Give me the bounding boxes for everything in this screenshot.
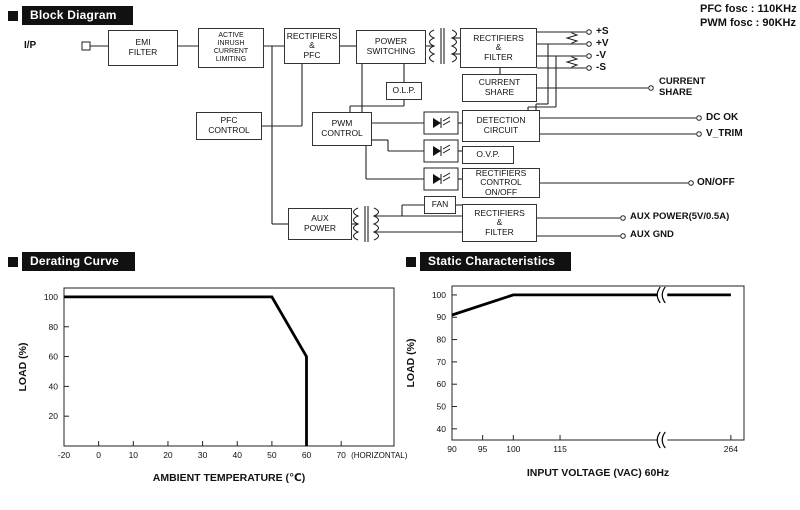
- block-rectifiers-filter-1: RECTIFIERS & FILTER: [460, 28, 537, 68]
- block-aux-power: AUX POWER: [288, 208, 352, 240]
- svg-text:(HORIZONTAL): (HORIZONTAL): [351, 451, 408, 460]
- svg-text:LOAD (%): LOAD (%): [17, 343, 29, 392]
- output-label-v-trim: V_TRIM: [706, 128, 743, 139]
- svg-text:-20: -20: [58, 450, 71, 460]
- section-title: Derating Curve: [22, 252, 135, 271]
- block-power-switching: POWER SWITCHING: [356, 30, 426, 64]
- block-rectifiers-pfc: RECTIFIERS & PFC: [284, 28, 340, 64]
- svg-text:60: 60: [437, 379, 447, 389]
- output-label-current-share: CURRENT SHARE: [659, 76, 706, 98]
- output-label-minus-v: -V: [596, 50, 606, 61]
- svg-text:60: 60: [49, 352, 59, 362]
- output-label-minus-s: -S: [596, 62, 606, 73]
- block-rectifiers-filter-2: RECTIFIERS & FILTER: [462, 204, 537, 242]
- svg-text:LOAD (%): LOAD (%): [405, 339, 417, 388]
- output-label-aux-power: AUX POWER(5V/0.5A): [630, 211, 730, 222]
- section-bullet-icon: [8, 10, 18, 21]
- opto-isolator-icon: [423, 111, 459, 135]
- derating-curve-chart: 20 40 60 80 100 -20 0 10 20 30 40 50 60 70 (HORIZONTAL…: [17, 287, 408, 484]
- svg-text:95: 95: [478, 444, 488, 454]
- pwm-fosc-note: PWM fosc : 90KHz: [700, 17, 796, 29]
- block-pfc-control: PFC CONTROL: [196, 112, 262, 140]
- svg-text:AMBIENT TEMPERATURE (℃): AMBIENT TEMPERATURE (℃): [153, 472, 306, 484]
- svg-text:80: 80: [49, 322, 59, 332]
- opto-isolator-icon: [423, 139, 459, 163]
- svg-text:20: 20: [163, 450, 173, 460]
- section-header-derating: Derating Curve: [8, 252, 135, 271]
- block-current-share: CURRENT SHARE: [462, 74, 537, 102]
- section-title: Static Characteristics: [420, 252, 572, 271]
- block-fan: FAN: [424, 196, 456, 214]
- svg-text:40: 40: [233, 450, 243, 460]
- sense-resistor-icon: [565, 32, 579, 68]
- svg-text:INPUT VOLTAGE (VAC) 60Hz: INPUT VOLTAGE (VAC) 60Hz: [527, 467, 669, 479]
- output-label-plus-v: +V: [596, 38, 609, 49]
- section-header-static: Static Characteristics: [406, 252, 572, 271]
- svg-text:40: 40: [49, 381, 59, 391]
- svg-text:90: 90: [437, 312, 447, 322]
- svg-text:20: 20: [49, 411, 59, 421]
- svg-text:100: 100: [432, 290, 446, 300]
- svg-text:0: 0: [96, 450, 101, 460]
- output-label-plus-s: +S: [596, 26, 609, 37]
- block-inrush-limiting: ACTIVE INRUSH CURRENT LIMITING: [198, 28, 264, 68]
- section-bullet-icon: [406, 256, 416, 267]
- svg-text:60: 60: [302, 450, 312, 460]
- input-terminal: [81, 41, 91, 51]
- section-title: Block Diagram: [22, 6, 133, 25]
- output-label-aux-gnd: AUX GND: [630, 229, 674, 240]
- output-label-on-off: ON/OFF: [697, 177, 735, 188]
- connector-lines: [90, 31, 696, 237]
- svg-text:30: 30: [198, 450, 208, 460]
- transformer-icon: [428, 28, 458, 64]
- block-ovp: O.V.P.: [462, 146, 514, 164]
- block-rectifiers-control: RECTIFIERS CONTROL ON/OFF: [462, 168, 540, 198]
- svg-text:80: 80: [437, 335, 447, 345]
- block-emi-filter: EMI FILTER: [108, 30, 178, 66]
- svg-text:70: 70: [336, 450, 346, 460]
- svg-text:70: 70: [437, 357, 447, 367]
- transformer-icon: [352, 206, 380, 242]
- pfc-fosc-note: PFC fosc : 110KHz: [700, 3, 797, 15]
- block-pwm-control: PWM CONTROL: [312, 112, 372, 146]
- opto-isolator-icon: [423, 167, 459, 191]
- section-bullet-icon: [8, 256, 18, 267]
- svg-text:264: 264: [724, 444, 738, 454]
- section-header-block-diagram: Block Diagram: [8, 6, 133, 25]
- svg-text:50: 50: [267, 450, 277, 460]
- svg-text:10: 10: [129, 450, 139, 460]
- svg-text:115: 115: [553, 444, 567, 454]
- block-detection-circuit: DETECTION CIRCUIT: [462, 110, 540, 142]
- svg-text:90: 90: [447, 444, 457, 454]
- block-olp: O.L.P.: [386, 82, 422, 100]
- terminal-circles: [81, 29, 702, 239]
- output-label-dc-ok: DC OK: [706, 112, 739, 123]
- svg-text:50: 50: [437, 402, 447, 412]
- input-label: I/P: [24, 40, 37, 51]
- svg-text:100: 100: [506, 444, 520, 454]
- svg-text:100: 100: [44, 292, 58, 302]
- block-diagram-connectors: [81, 28, 702, 242]
- svg-text:40: 40: [437, 424, 447, 434]
